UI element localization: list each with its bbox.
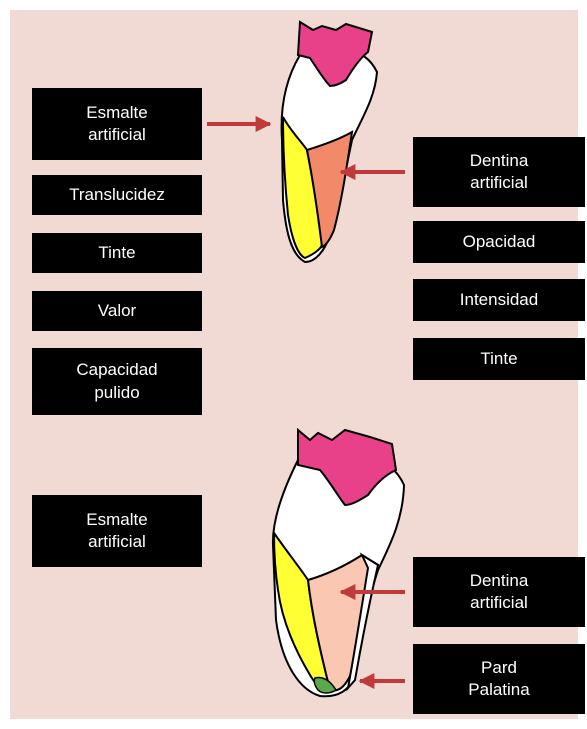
label-opacidad: Opacidad <box>413 221 585 263</box>
label-capacidad-pulido: Capacidad pulido <box>32 348 202 415</box>
label-tinte-right: Tinte <box>413 338 585 380</box>
tooth-bottom <box>273 430 404 696</box>
label-pared-palatina: Pard Palatina <box>413 644 585 714</box>
label-tinte-left: Tinte <box>32 233 202 273</box>
label-esmalte-artificial-top: Esmalte artificial <box>32 88 202 160</box>
label-intensidad: Intensidad <box>413 279 585 321</box>
tooth-top <box>282 22 377 262</box>
label-valor: Valor <box>32 291 202 331</box>
label-dentina-artificial-top: Dentina artificial <box>413 137 585 207</box>
label-translucidez: Translucidez <box>32 175 202 215</box>
label-dentina-artificial-bottom: Dentina artificial <box>413 557 585 627</box>
label-esmalte-artificial-bottom: Esmalte artificial <box>32 495 202 567</box>
